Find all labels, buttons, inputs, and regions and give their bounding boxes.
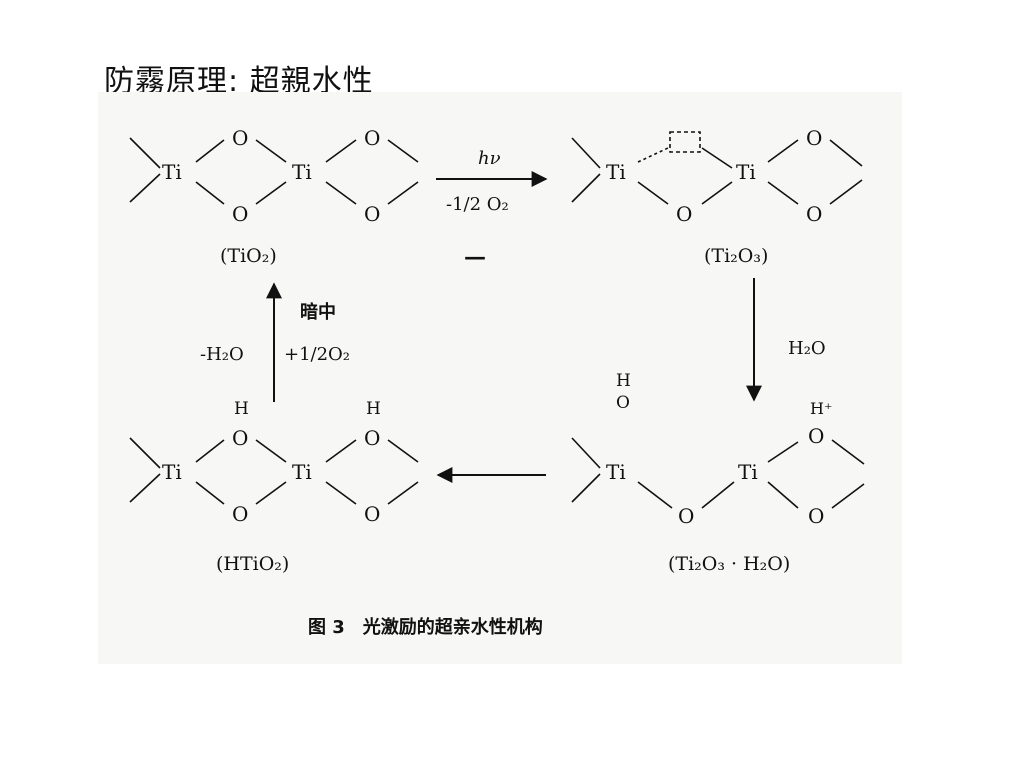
mechanism-diagram: Ti O O Ti O O (TiO₂) Ti O Ti O O (Ti₂O₃)… xyxy=(129,126,865,638)
ti2o3-o-bottom-1: O xyxy=(676,202,692,226)
tio2-bonds xyxy=(129,137,419,205)
htio2-o-bottom-1: O xyxy=(232,502,248,526)
htio2-ti-right: Ti xyxy=(292,460,312,484)
ti2o3h2o-ti-right: Ti xyxy=(738,460,758,484)
ti2o3-h2o-bonds xyxy=(571,437,865,509)
ti2o3-o-bottom-2: O xyxy=(806,202,822,226)
top-arrow-o2: -1/2 O₂ xyxy=(446,194,509,215)
htio2-o-top-1: O xyxy=(232,426,248,450)
ti2o3h2o-o-bridge: O xyxy=(678,504,694,528)
label-ti2o3: (Ti₂O₃) xyxy=(704,245,768,267)
htio2-h-2: H xyxy=(366,399,381,419)
top-arrow-dash: — xyxy=(464,244,486,270)
htio2-o-top-2: O xyxy=(364,426,380,450)
tio2-ti-left: Ti xyxy=(162,160,182,184)
ti2o3-ti-right: Ti xyxy=(736,160,756,184)
label-ti2o3-h2o: (Ti₂O₃ · H₂O) xyxy=(668,553,790,575)
tio2-o-bottom-2: O xyxy=(364,202,380,226)
left-arrow-dark: 暗中 xyxy=(300,301,336,323)
left-arrow-plus-o2: +1/2O₂ xyxy=(284,344,350,365)
mechanism-figure: Ti O O Ti O O (TiO₂) Ti O Ti O O (Ti₂O₃)… xyxy=(98,92,902,664)
htio2-ti-left: Ti xyxy=(162,460,182,484)
label-htio2: (HTiO₂) xyxy=(216,553,289,575)
figure-caption: 图 3 光激励的超亲水性机构 xyxy=(308,616,543,638)
ti2o3h2o-o-bottom: O xyxy=(808,504,824,528)
ti2o3-o-top-2: O xyxy=(806,126,822,150)
ti2o3h2o-h-plus: H⁺ xyxy=(810,399,832,418)
ti2o3h2o-ti-left: Ti xyxy=(606,460,626,484)
tio2-ti-right: Ti xyxy=(292,160,312,184)
free-o: O xyxy=(616,393,630,413)
tio2-o-top-2: O xyxy=(364,126,380,150)
right-arrow-h2o: H₂O xyxy=(788,338,826,359)
htio2-h-1: H xyxy=(234,399,249,419)
ti2o3h2o-o-top: O xyxy=(808,424,824,448)
ti2o3-bonds xyxy=(571,131,863,205)
htio2-o-bottom-2: O xyxy=(364,502,380,526)
tio2-o-bottom-1: O xyxy=(232,202,248,226)
free-h: H xyxy=(616,371,631,391)
htio2-bonds xyxy=(129,437,419,505)
top-arrow-hv: hν xyxy=(478,148,501,169)
left-arrow-minus-h2o: -H₂O xyxy=(200,344,244,365)
label-tio2: (TiO₂) xyxy=(220,245,277,267)
tio2-o-top-1: O xyxy=(232,126,248,150)
ti2o3-ti-left: Ti xyxy=(606,160,626,184)
